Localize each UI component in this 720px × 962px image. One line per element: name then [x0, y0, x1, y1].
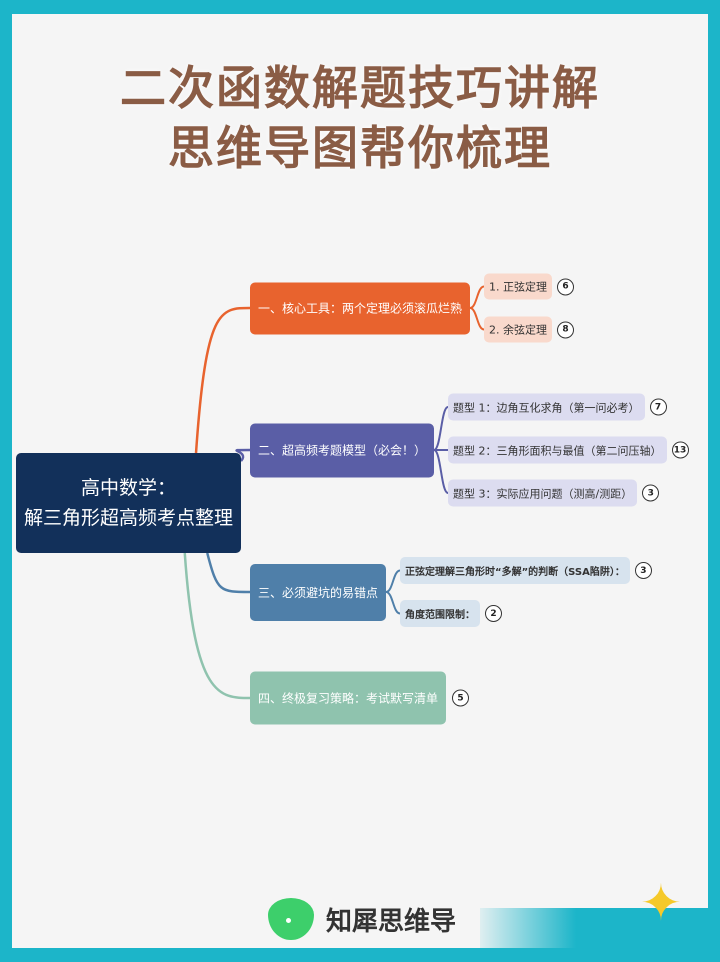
count-badge: 3 [634, 562, 652, 579]
leaf-cosine-law[interactable]: 2. 余弦定理 [484, 316, 553, 343]
branch-group-4: 四、终极复习策略：考试默写清单 5 [250, 671, 470, 725]
branch-group-2: 二、超高频考题模型（必会！） 题型 1：边角互化求角（第一问必考）7 题型 2：… [250, 393, 689, 507]
title-line-2: 思维导图帮你梳理 [168, 121, 552, 175]
count-badge: 7 [649, 398, 667, 416]
sparkle-star-icon: ✦ [640, 874, 682, 932]
branch-core-tools[interactable]: 一、核心工具：两个定理必须滚瓜烂熟 [250, 282, 471, 334]
count-badge: 13 [671, 441, 689, 459]
connector-line [433, 406, 449, 451]
connector-line [194, 306, 251, 454]
leaf-sine-law[interactable]: 1. 正弦定理 [484, 273, 553, 300]
count-badge: 3 [642, 484, 660, 502]
central-topic-line-2: 解三角形超高频考点整理 [24, 507, 234, 529]
central-topic[interactable]: 高中数学： 解三角形超高频考点整理 [16, 453, 242, 553]
branch-question-models[interactable]: 二、超高频考题模型（必会！） [250, 423, 435, 477]
count-badge: 5 [452, 689, 470, 707]
connector-line [206, 552, 251, 594]
connector-line [183, 552, 251, 700]
connector-line [385, 591, 401, 615]
title-line-1: 二次函数解题技巧讲解 [120, 61, 600, 115]
central-topic-line-1: 高中数学： [81, 477, 177, 499]
connector-line [235, 448, 251, 462]
branch-group-3: 三、必须避坑的易错点 正弦定理解三角形时“多解”的判断（SSA陷阱）：3 角度范… [250, 557, 652, 627]
count-badge: 6 [557, 278, 575, 295]
connector-line [469, 307, 485, 331]
count-badge: 2 [485, 605, 503, 622]
leaf-angle-range[interactable]: 角度范围限制： [400, 600, 481, 627]
motion-blur-overlay [480, 908, 720, 962]
brand-watermark: 知犀思维导 [268, 898, 456, 940]
branch-pitfalls[interactable]: 三、必须避坑的易错点 [250, 563, 387, 621]
leaf-type-3[interactable]: 题型 3：实际应用问题（测高/测距） [448, 479, 638, 507]
leaf-type-2[interactable]: 题型 2：三角形面积与最值（第二问压轴） [448, 436, 667, 464]
branch-review-strategy[interactable]: 四、终极复习策略：考试默写清单 [250, 671, 447, 725]
rhino-logo-icon [268, 898, 314, 940]
count-badge: 8 [557, 321, 575, 338]
leaf-ssa-trap[interactable]: 正弦定理解三角形时“多解”的判断（SSA陷阱）： [400, 557, 630, 584]
leaf-type-1[interactable]: 题型 1：边角互化求角（第一问必考） [448, 393, 645, 421]
brand-name: 知犀思维导 [326, 906, 457, 937]
connector-line [433, 449, 449, 494]
